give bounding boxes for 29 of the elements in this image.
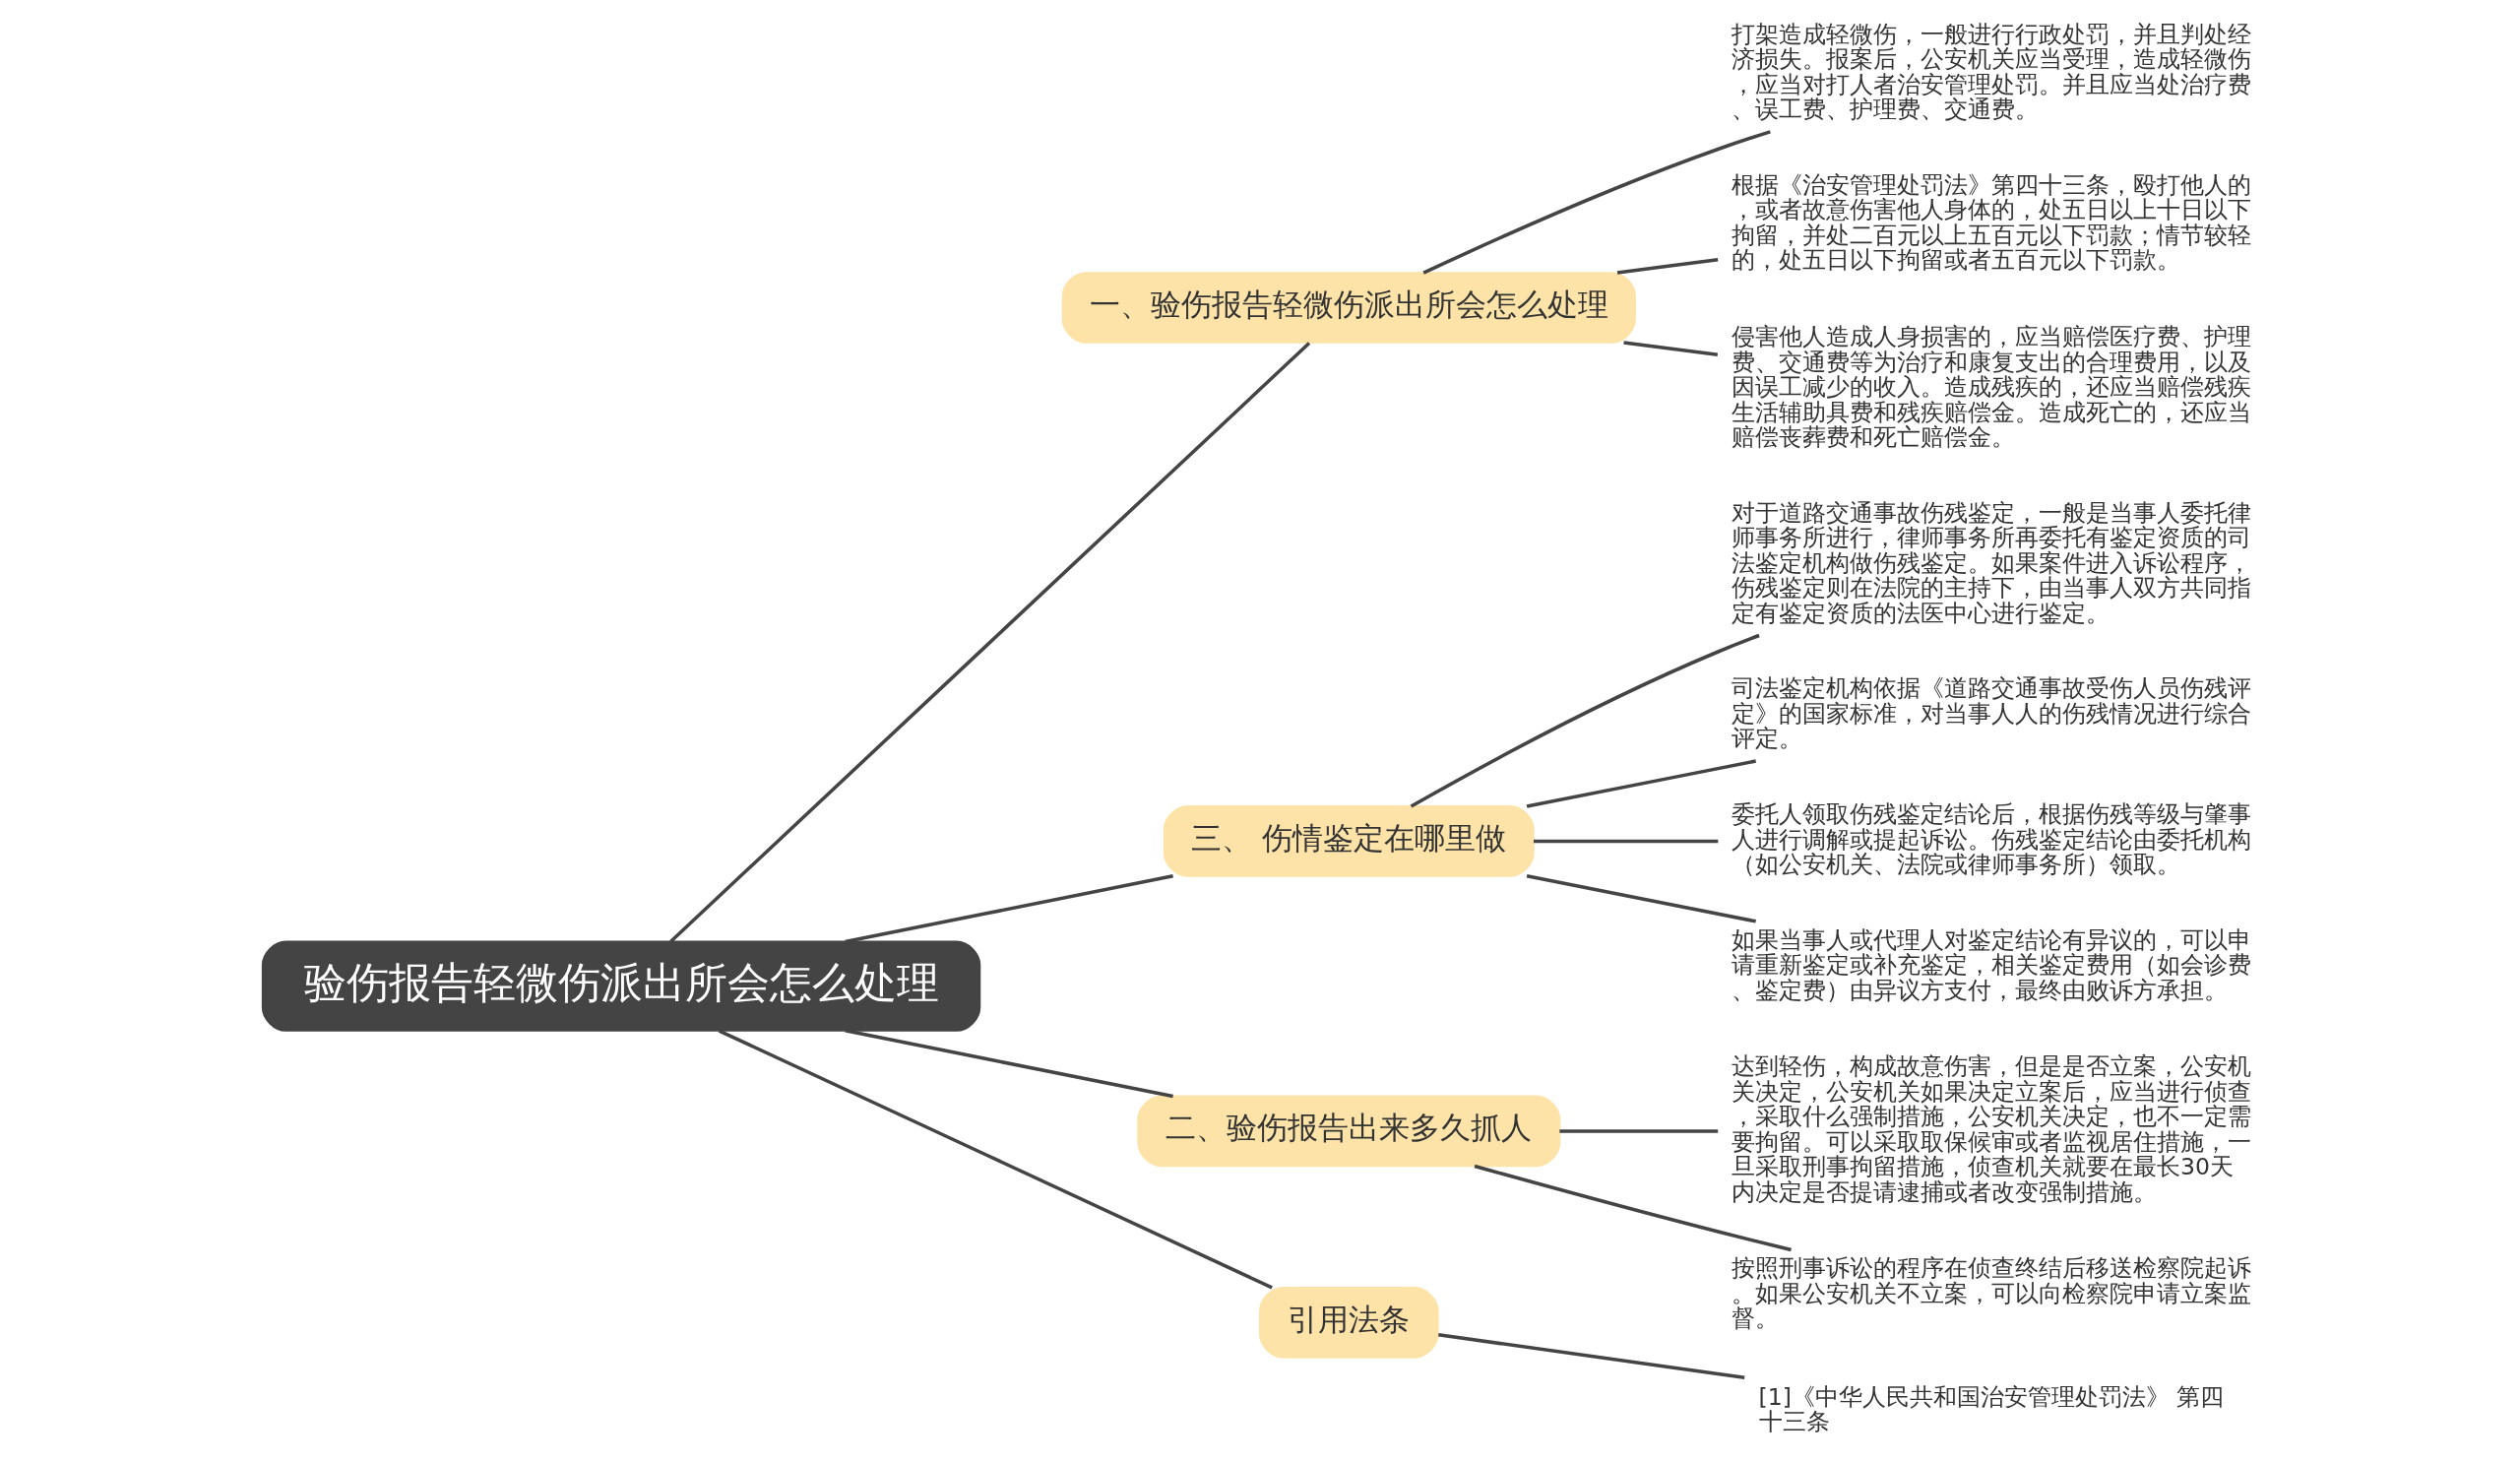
node-box: 三、 伤情鉴定在哪里做 (1163, 805, 1535, 877)
connector (1616, 257, 1719, 275)
connector (718, 1029, 1273, 1290)
connector (1526, 874, 1756, 923)
connector (1474, 1164, 1792, 1252)
connector (845, 874, 1173, 944)
node-text: 对于道路交通事故伤残鉴定，一般是当事人委托律师事务所进行，律师事务所再委托有鉴定资质的司法鉴定机构做伤残鉴定。如果案件进入诉讼程序，伤残鉴定则在法院的主持下，由当事人双方共同指定有鉴定资质的法医中心进行鉴定。 (1732, 498, 2252, 627)
connector (1534, 839, 1719, 844)
connector (669, 342, 1311, 943)
node-text: 委托人领取伤残鉴定结论后，根据伤残等级与肇事人进行调解或提起诉讼。伤残鉴定结论由委托机构（如公安机关、法院或律师事务所）领取。 (1732, 799, 2252, 879)
node-text: 侵害他人造成人身损害的，应当赔偿医疗费、护理费、交通费等为治疗和康复支出的合理费用，以及因误工减少的收入。造成残疾的，还应当赔偿残疾生活辅助具费和残疾赔偿金。造成死亡的，还应当赔偿丧葬费和死亡赔偿金。 (1732, 323, 2252, 452)
connector (1559, 1129, 1719, 1133)
connector (1422, 130, 1771, 275)
node-text: [1]《中华人民共和国治安管理处罚法》 第四十三条 (1758, 1382, 2225, 1436)
connector (1410, 633, 1760, 808)
node-text: 按照刑事诉讼的程序在侦查终结后移送检察院起诉。如果公安机关不立案，可以向检察院申请立案监督。 (1732, 1254, 2252, 1333)
node-text: 根据《治安管理处罚法》第四十三条，殴打他人的，或者故意伤害他人身体的，处五日以上十日以下拘留，并处二百元以上五百元以下罚款；情节较轻的，处五日以下拘留或者五百元以下罚款。 (1732, 170, 2252, 275)
node-box: 一、验伤报告轻微伤派出所会怎么处理 (1061, 272, 1636, 344)
connector (1623, 341, 1719, 356)
node-text: 司法鉴定机构依据《道路交通事故受伤人员伤残评定》的国家标准，对当事人人的伤残情况进行综合评定。 (1732, 674, 2252, 753)
connector (1438, 1333, 1745, 1380)
node-text: 打架造成轻微伤，一般进行行政处罚，并且判处经济损失。报案后，公安机关应当受理，造成轻微伤，应当对打人者治安管理处罚。并且应当处治疗费、误工费、护理费、交通费。 (1732, 20, 2252, 124)
node-box: 二、验伤报告出来多久抓人 (1137, 1095, 1561, 1168)
connector (845, 1029, 1173, 1099)
node-box: 引用法条 (1259, 1287, 1439, 1359)
node-text: 达到轻伤，构成故意伤害，但是是否立案，公安机关决定，公安机关如果决定立案后，应当进行侦查，采取什么强制措施，公安机关决定，也不一定需要拘留。可以采取取保候审或者监视居住措施，一旦采取刑事拘留措施，侦查机关就要在最长30天内决定是否提请逮捕或者改变强制措施。 (1732, 1052, 2252, 1206)
node-text: 如果当事人或代理人对鉴定结论有异议的，可以申请重新鉴定或补充鉴定，相关鉴定费用（如会诊费、鉴定费）由异议方支付，最终由败诉方承担。 (1732, 925, 2252, 1004)
connector (1526, 759, 1756, 808)
node-box: 验伤报告轻微伤派出所会怎么处理 (261, 940, 981, 1032)
